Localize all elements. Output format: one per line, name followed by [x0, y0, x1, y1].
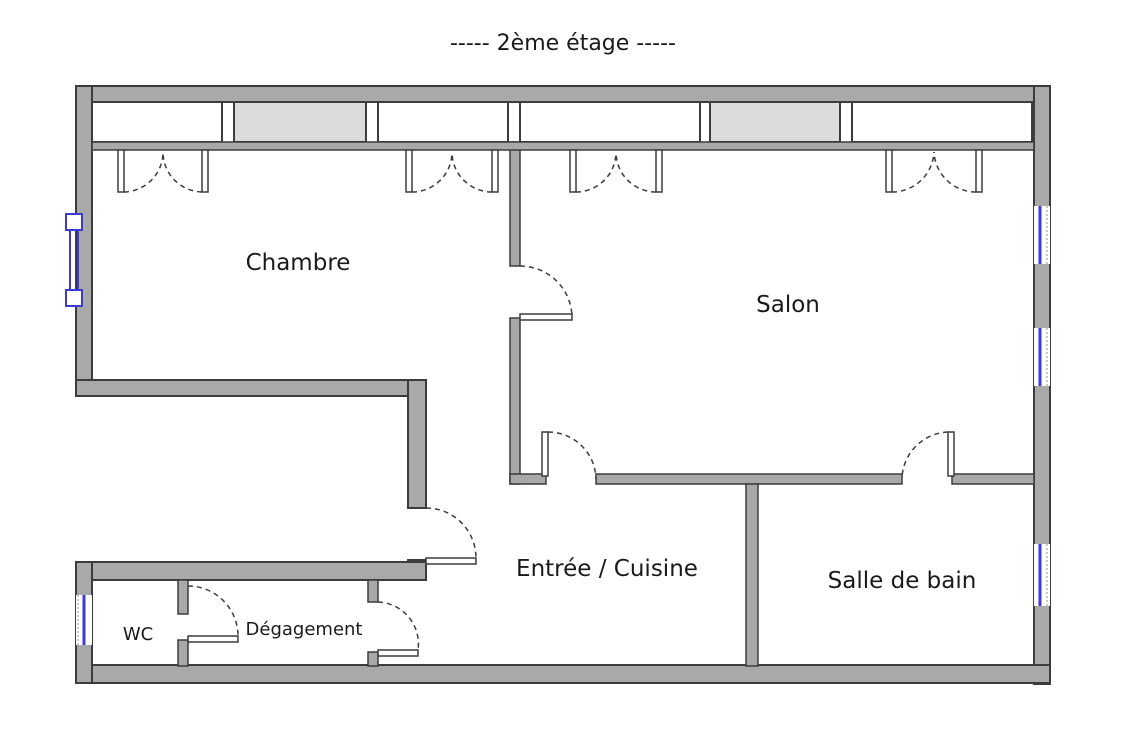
- windows: [65, 206, 1050, 645]
- label-chambre: Chambre: [246, 250, 351, 276]
- label-wc: WC: [123, 624, 153, 645]
- label-degagement: Dégagement: [246, 619, 363, 640]
- floor-title: ----- 2ème étage -----: [450, 31, 676, 56]
- label-salon: Salon: [756, 292, 820, 318]
- window-salle-de-bain: [1034, 544, 1050, 606]
- outer-walls: [75, 85, 1051, 685]
- window-wc: [76, 595, 92, 645]
- window-chambre: [65, 213, 83, 307]
- label-entree-cuisine: Entrée / Cuisine: [516, 556, 698, 582]
- room-doors: [187, 265, 955, 657]
- window-salon-1: [1034, 206, 1050, 264]
- interior-walls: [177, 141, 1035, 667]
- window-salon-2: [1034, 328, 1050, 386]
- closet-doors: [117, 149, 983, 193]
- label-salle-de-bain: Salle de bain: [828, 568, 977, 594]
- room-labels: Chambre Salon Entrée / Cuisine Salle de …: [123, 250, 977, 645]
- closets: [91, 101, 1035, 151]
